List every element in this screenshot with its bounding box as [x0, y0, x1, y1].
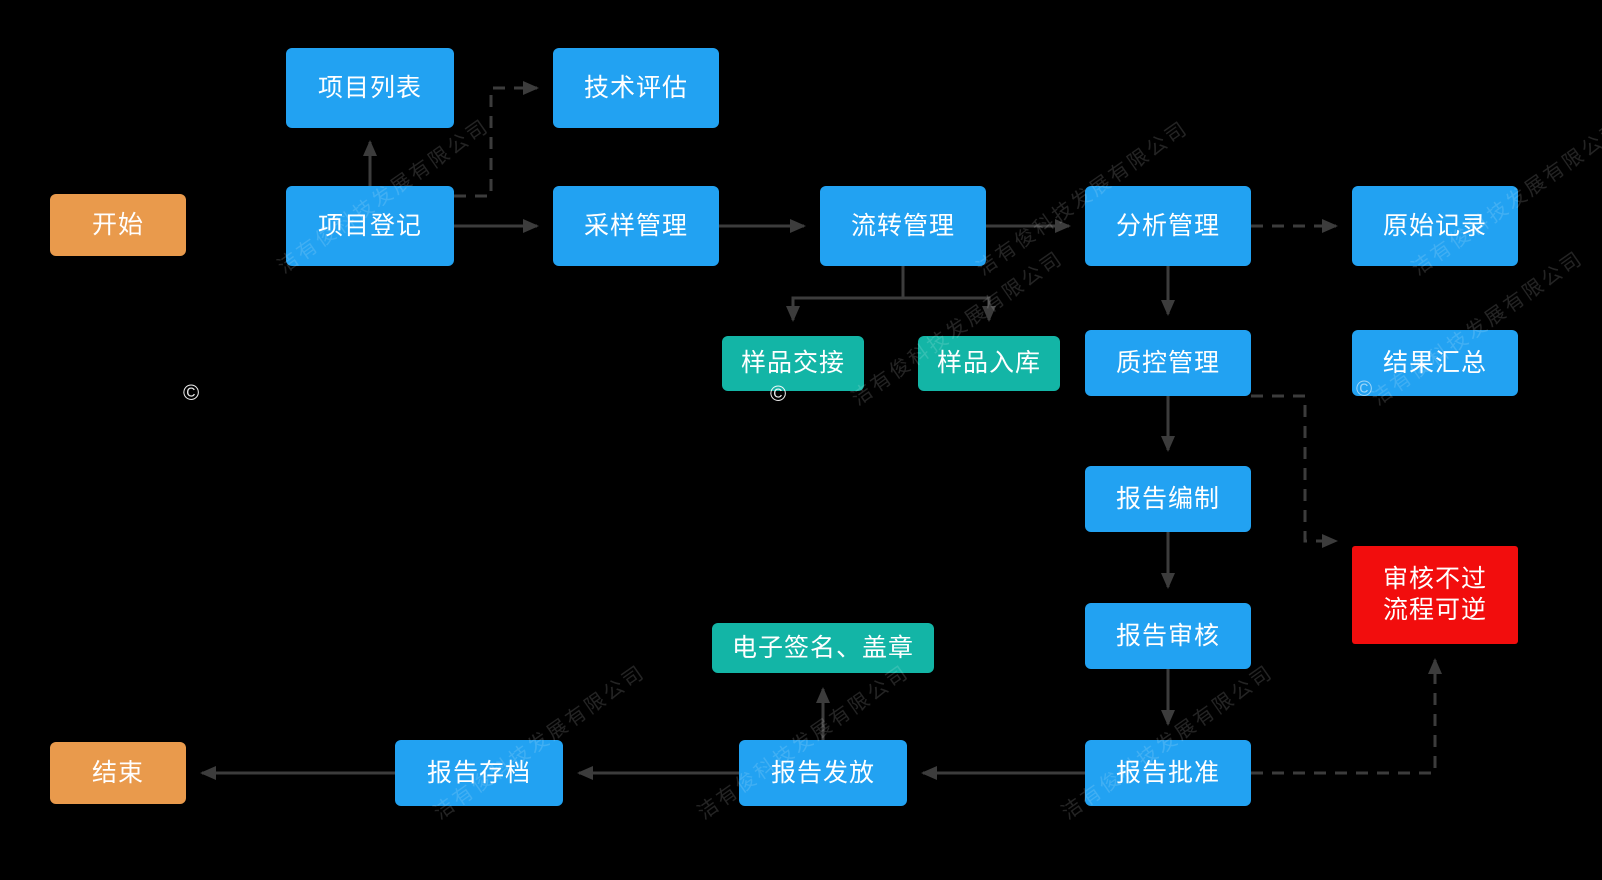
node-label: 电子签名、盖章: [731, 633, 914, 662]
edge-rpt-approve-to-review-fail: [1251, 658, 1442, 775]
node-label: 样品入库: [936, 349, 1041, 378]
node-transfer-management[interactable]: 流转管理: [820, 186, 986, 266]
node-report-issuance[interactable]: 报告发放: [739, 740, 907, 806]
edge-transfer-fork-right: [903, 296, 996, 322]
node-sample-storage[interactable]: 样品入库: [918, 336, 1060, 391]
node-project-list[interactable]: 项目列表: [286, 48, 454, 128]
node-electronic-signature-seal[interactable]: 电子签名、盖章: [712, 623, 934, 673]
node-label: 流转管理: [850, 211, 955, 240]
node-analysis-management[interactable]: 分析管理: [1085, 186, 1251, 266]
node-sampling-management[interactable]: 采样管理: [553, 186, 719, 266]
node-label: 技术评估: [583, 73, 688, 102]
node-label: 质控管理: [1115, 348, 1220, 377]
edge-proj-reg-to-tech-eval: [454, 81, 539, 198]
node-report-archive[interactable]: 报告存档: [395, 740, 563, 806]
node-label: 报告发放: [770, 758, 875, 787]
node-raw-record[interactable]: 原始记录: [1352, 186, 1518, 266]
node-sample-handover[interactable]: 样品交接: [722, 336, 864, 391]
node-report-approval[interactable]: 报告批准: [1085, 740, 1251, 806]
edge-qc-to-review-fail: [1251, 394, 1338, 548]
node-label: 原始记录: [1382, 211, 1487, 240]
node-report-drafting[interactable]: 报告编制: [1085, 466, 1251, 532]
node-review-failed-reversible[interactable]: 审核不过 流程可逆: [1352, 546, 1518, 644]
edge-transfer-fork-trunk: [786, 266, 905, 322]
node-project-registration[interactable]: 项目登记: [286, 186, 454, 266]
node-label: 报告存档: [426, 758, 531, 787]
node-label: 项目登记: [317, 211, 422, 240]
node-label: 分析管理: [1115, 211, 1220, 240]
node-label: 报告批准: [1115, 758, 1220, 787]
node-result-summary[interactable]: 结果汇总: [1352, 330, 1518, 396]
node-start[interactable]: 开始: [50, 194, 186, 256]
node-report-review[interactable]: 报告审核: [1085, 603, 1251, 669]
node-label: 审核不过 流程可逆: [1382, 564, 1487, 624]
node-end[interactable]: 结束: [50, 742, 186, 804]
node-quality-control[interactable]: 质控管理: [1085, 330, 1251, 396]
node-label: 结果汇总: [1382, 348, 1487, 377]
node-label: 样品交接: [740, 349, 845, 378]
node-label: 项目列表: [317, 73, 422, 102]
node-label: 采样管理: [583, 211, 688, 240]
node-label: 报告编制: [1115, 484, 1220, 513]
node-label: 结束: [91, 758, 144, 787]
node-technical-evaluation[interactable]: 技术评估: [553, 48, 719, 128]
node-label: 开始: [91, 210, 144, 239]
node-label: 报告审核: [1115, 621, 1220, 650]
copyright-icon: ©: [183, 380, 200, 405]
